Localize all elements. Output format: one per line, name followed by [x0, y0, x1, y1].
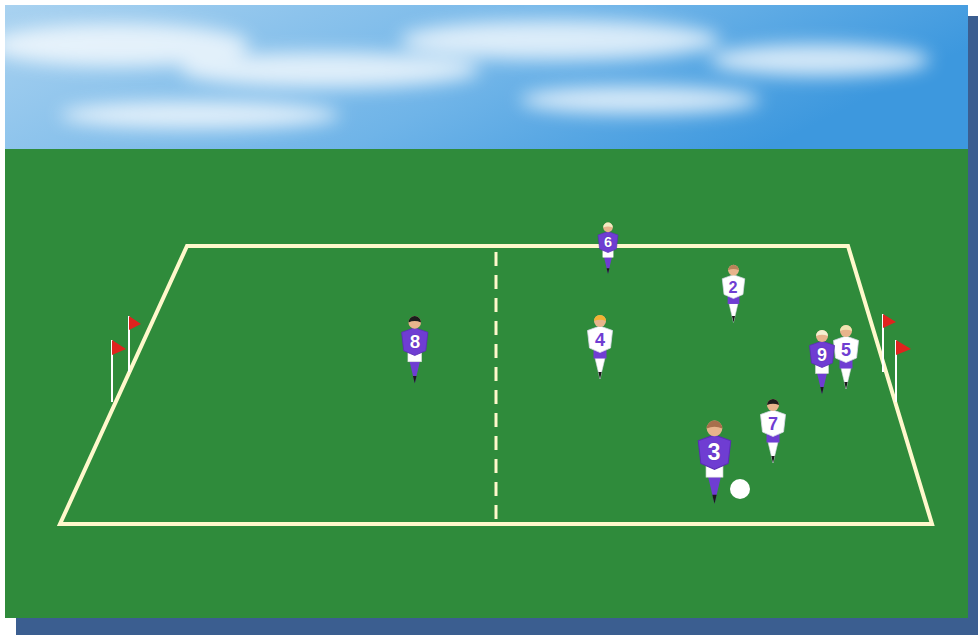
player-hair — [409, 316, 422, 322]
shirt-number: 5 — [831, 341, 861, 359]
player-hair — [594, 315, 606, 321]
corner-flag — [112, 340, 126, 355]
shirt-number: 9 — [807, 346, 837, 364]
player-boot — [607, 268, 610, 274]
player-legs — [768, 442, 778, 463]
player-head — [840, 325, 852, 337]
player-hair — [728, 265, 739, 270]
shirt-number: 2 — [720, 279, 747, 295]
player-hair — [603, 223, 613, 228]
shirt-number: 6 — [596, 235, 620, 249]
shirt-number: 4 — [585, 331, 615, 349]
grass — [5, 5, 968, 618]
clouds — [5, 20, 930, 129]
cloud — [60, 101, 340, 129]
player-figure: 3 — [695, 418, 734, 506]
player-hair — [816, 330, 828, 336]
shirt-number: 7 — [758, 415, 788, 433]
cloud — [520, 86, 760, 114]
player-legs — [595, 358, 605, 379]
player-head — [409, 316, 422, 329]
player-legs — [817, 373, 827, 394]
player-head — [594, 315, 606, 327]
player-hair — [706, 421, 722, 429]
cloud — [710, 44, 930, 76]
player-boot — [712, 495, 716, 504]
player-hair — [840, 325, 852, 331]
player-boot — [820, 387, 823, 394]
player-legs — [604, 257, 612, 274]
player-figure: 9 — [807, 328, 837, 396]
corner-flag — [896, 340, 911, 355]
halfway-line — [495, 252, 498, 522]
shirt-number: 8 — [399, 333, 431, 352]
player-legs — [729, 303, 738, 322]
player-head — [728, 265, 739, 276]
ball — [730, 479, 750, 499]
player-legs — [841, 368, 851, 389]
player-figure: 4 — [585, 313, 615, 381]
player-legs — [410, 361, 420, 383]
player-boot — [844, 382, 847, 389]
player-boot — [413, 376, 417, 383]
cloud — [400, 20, 720, 60]
player-head — [706, 421, 722, 437]
player-figure: 7 — [758, 397, 788, 465]
player-head — [767, 399, 779, 411]
player-figure: 6 — [596, 221, 620, 275]
player-head — [816, 330, 828, 342]
player-figure: 8 — [399, 314, 431, 385]
player-figure: 5 — [831, 323, 861, 391]
corner-flag — [883, 314, 896, 328]
corner-flag — [129, 316, 141, 330]
player-figure: 2 — [720, 263, 747, 324]
player-boot — [731, 316, 734, 322]
player-legs — [708, 476, 721, 503]
player-boot — [771, 456, 774, 463]
shirt-number: 3 — [695, 441, 734, 464]
pitch-boundary — [60, 246, 932, 524]
player-boot — [598, 372, 601, 379]
player-hair — [767, 399, 779, 405]
player-head — [603, 223, 613, 233]
cloud — [180, 52, 480, 88]
